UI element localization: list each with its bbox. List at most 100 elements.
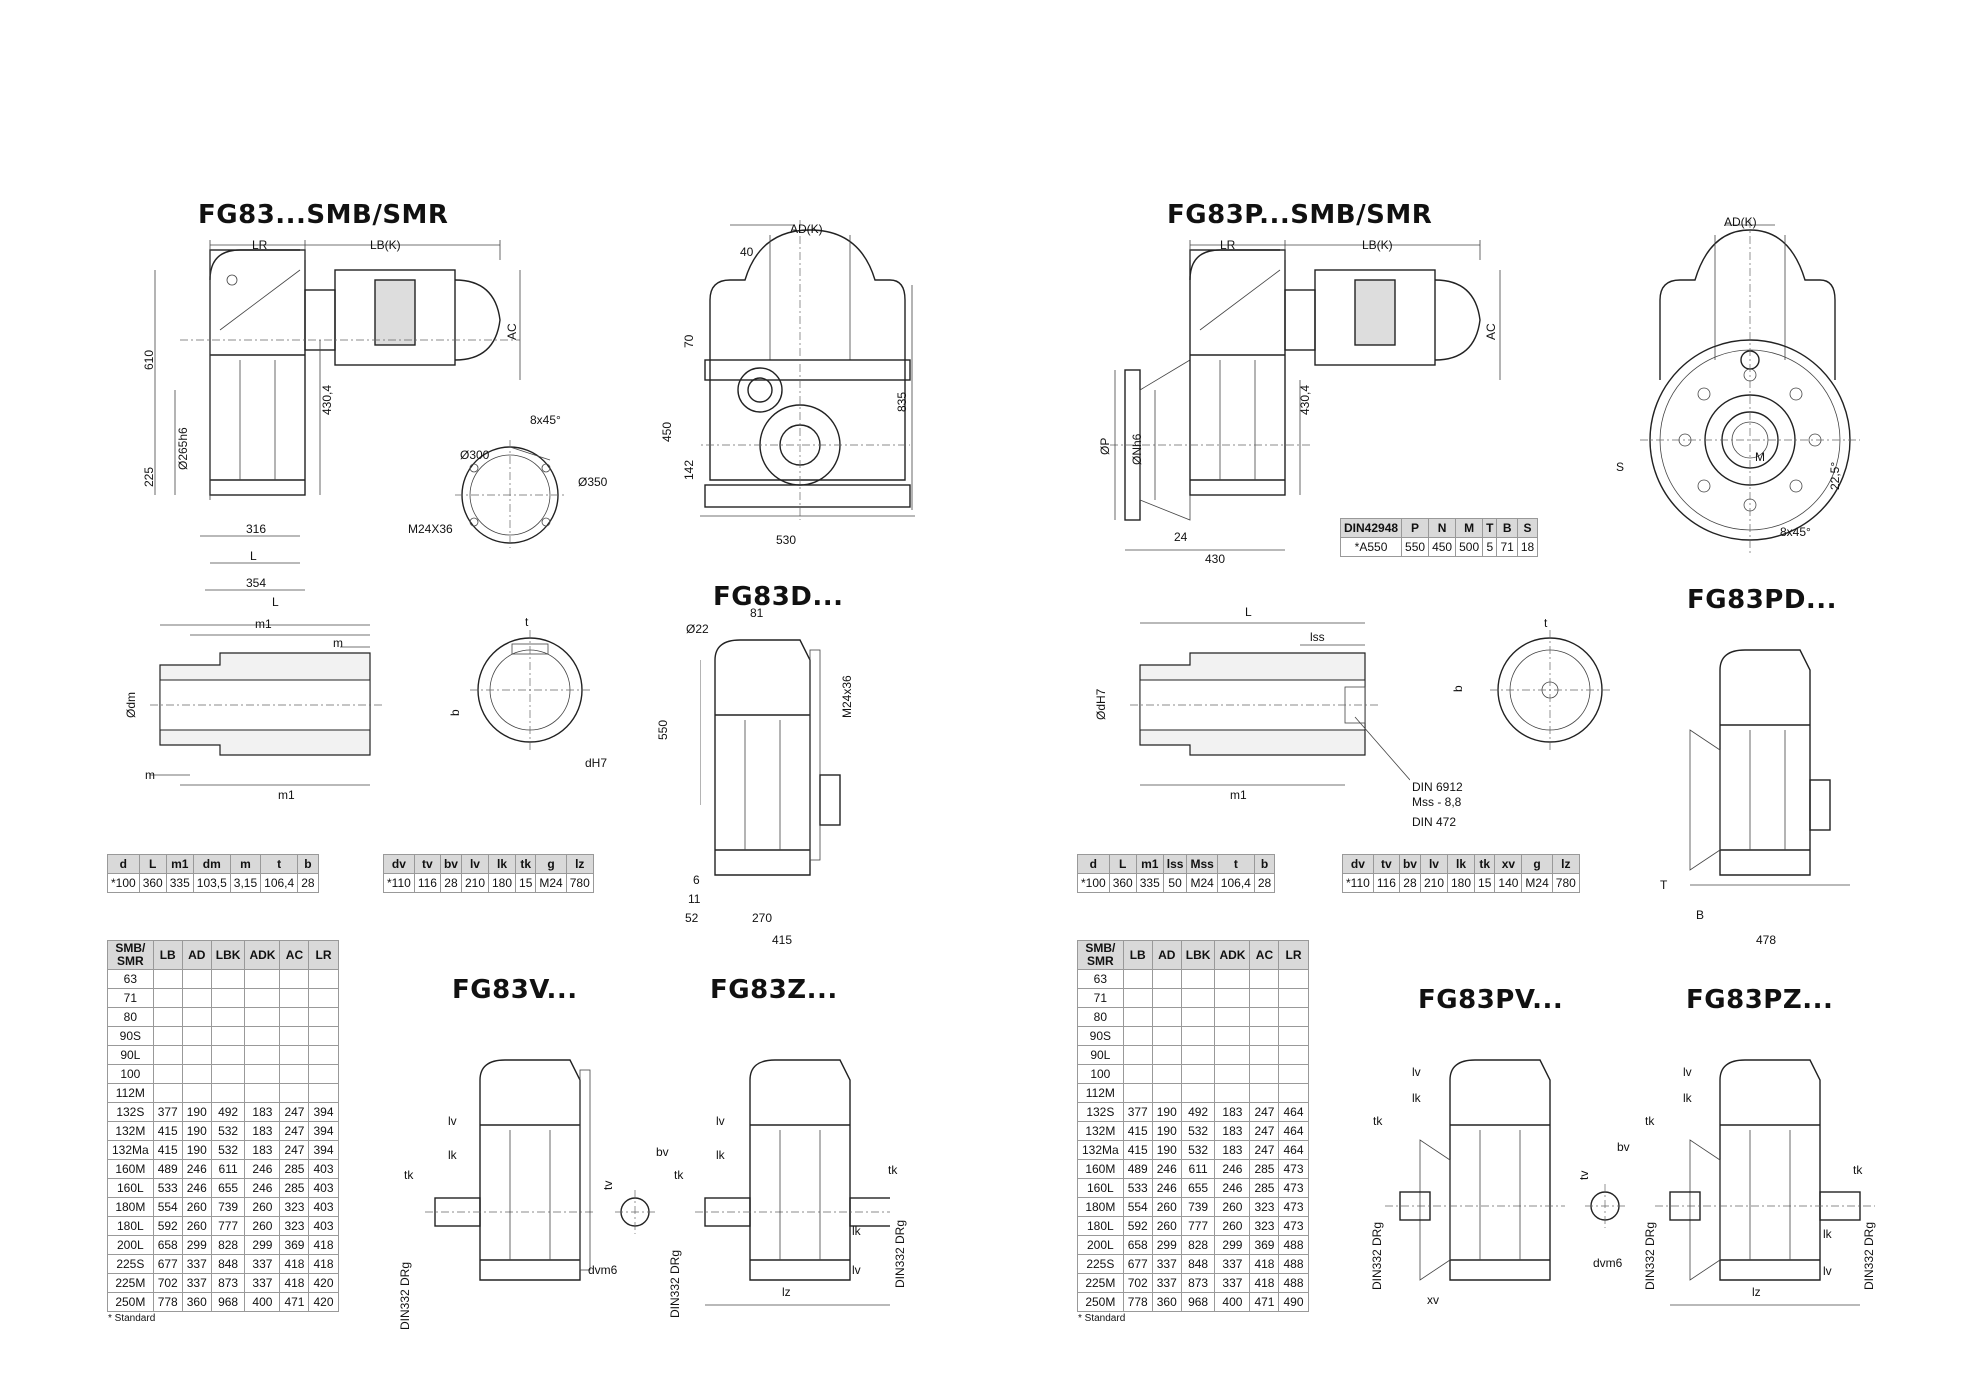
th: dv [383,854,415,874]
cell: 250M [1077,1292,1124,1312]
th: b [297,854,319,874]
cell: 28 [1253,873,1276,893]
dim-316: 316 [246,522,267,536]
cell [1249,969,1280,989]
dim-tk-pz2: tk [1853,1163,1863,1177]
dim-tv-pv: tv [1577,1170,1591,1180]
cell: 106,4 [260,873,299,893]
dim-81: 81 [750,606,764,620]
dim-6: 6 [693,873,700,887]
th: ADK [1214,940,1251,970]
cell: 225M [107,1273,154,1293]
cell: 492 [1180,1102,1216,1122]
cell [1122,1045,1153,1065]
cell [152,1083,183,1103]
cell: 247 [1249,1140,1280,1160]
cell: 337 [244,1273,281,1293]
th: SMB/ SMR [1077,940,1124,970]
cell: 90L [1077,1045,1124,1065]
cell: 677 [1122,1254,1153,1274]
th: S [1516,518,1539,538]
cell: 50 [1162,873,1188,893]
cell: *100 [1077,873,1110,893]
dim-530: 530 [776,533,797,547]
drawing-hollow-shaft-right [1130,605,1410,795]
cell: 418 [1249,1273,1280,1293]
cell [1151,1026,1182,1046]
cell: 777 [1180,1216,1216,1236]
th: xv [1494,854,1523,874]
dim-450: 450 [660,421,674,442]
cell: 103,5 [192,873,231,893]
dim-lk-z2: lk [852,1224,861,1238]
dim-n: ØNh6 [1130,433,1144,465]
dim-11: 11 [688,892,701,906]
drawing-fg83pz [1650,1030,1880,1320]
cell [152,1007,183,1027]
dim-m-top: m [333,636,343,650]
cell: 337 [1151,1254,1182,1274]
th: lv [460,854,490,874]
cell [1180,1026,1216,1046]
dim-550: 550 [656,719,670,740]
cell: 190 [181,1102,212,1122]
cell: 28 [1398,873,1421,893]
th: AD [1151,940,1182,970]
cell [1249,1064,1280,1084]
dim-din332-pv: DIN332 DRg [1370,1221,1384,1290]
cell: 132M [1077,1121,1124,1141]
cell: 71 [1496,537,1518,557]
cell [244,1045,281,1065]
cell: 246 [244,1178,281,1198]
cell: 285 [279,1159,310,1179]
cell: 394 [308,1102,339,1122]
th: N [1428,518,1457,538]
cell [1180,969,1216,989]
cell [181,1045,212,1065]
dim-dh7: dH7 [585,756,608,770]
cell: 180 [487,873,517,893]
th: lz [1551,854,1580,874]
cell [279,988,310,1008]
cell: 200L [107,1235,154,1255]
cell: 337 [1214,1273,1251,1293]
cell: 90S [1077,1026,1124,1046]
cell: 180M [1077,1197,1124,1217]
table-row: 80 [107,1007,339,1027]
cell: 63 [1077,969,1124,989]
table-row: 90L [107,1045,339,1065]
dim-l-shaft: L [272,595,279,609]
th: LBK [210,940,246,970]
th: b [1253,854,1276,874]
cell: M24 [535,873,567,893]
th: g [1521,854,1553,874]
table-row: 71 [107,988,339,1008]
th: LB [1122,940,1153,970]
cell: 183 [1214,1102,1251,1122]
cell: 299 [1214,1235,1251,1255]
dim-din332-pz2: DIN332 DRg [1862,1221,1876,1290]
th: T [1482,518,1498,538]
cell [244,1083,281,1103]
dim-22: Ø22 [686,622,709,636]
drawing-hollow-shaft [130,605,400,795]
dim-l-top: L [250,549,257,563]
cell [1214,1007,1251,1027]
cell: 190 [1151,1102,1182,1122]
cell: 285 [1249,1178,1280,1198]
cell: 968 [1180,1292,1216,1312]
cell [1122,1083,1153,1103]
dim-b-pd: B [1696,908,1705,922]
dim-dm: Ødm [124,691,138,718]
cell: 848 [1180,1254,1216,1274]
cell: 490 [1278,1292,1309,1312]
cell [1278,969,1309,989]
th: lz [565,854,594,874]
